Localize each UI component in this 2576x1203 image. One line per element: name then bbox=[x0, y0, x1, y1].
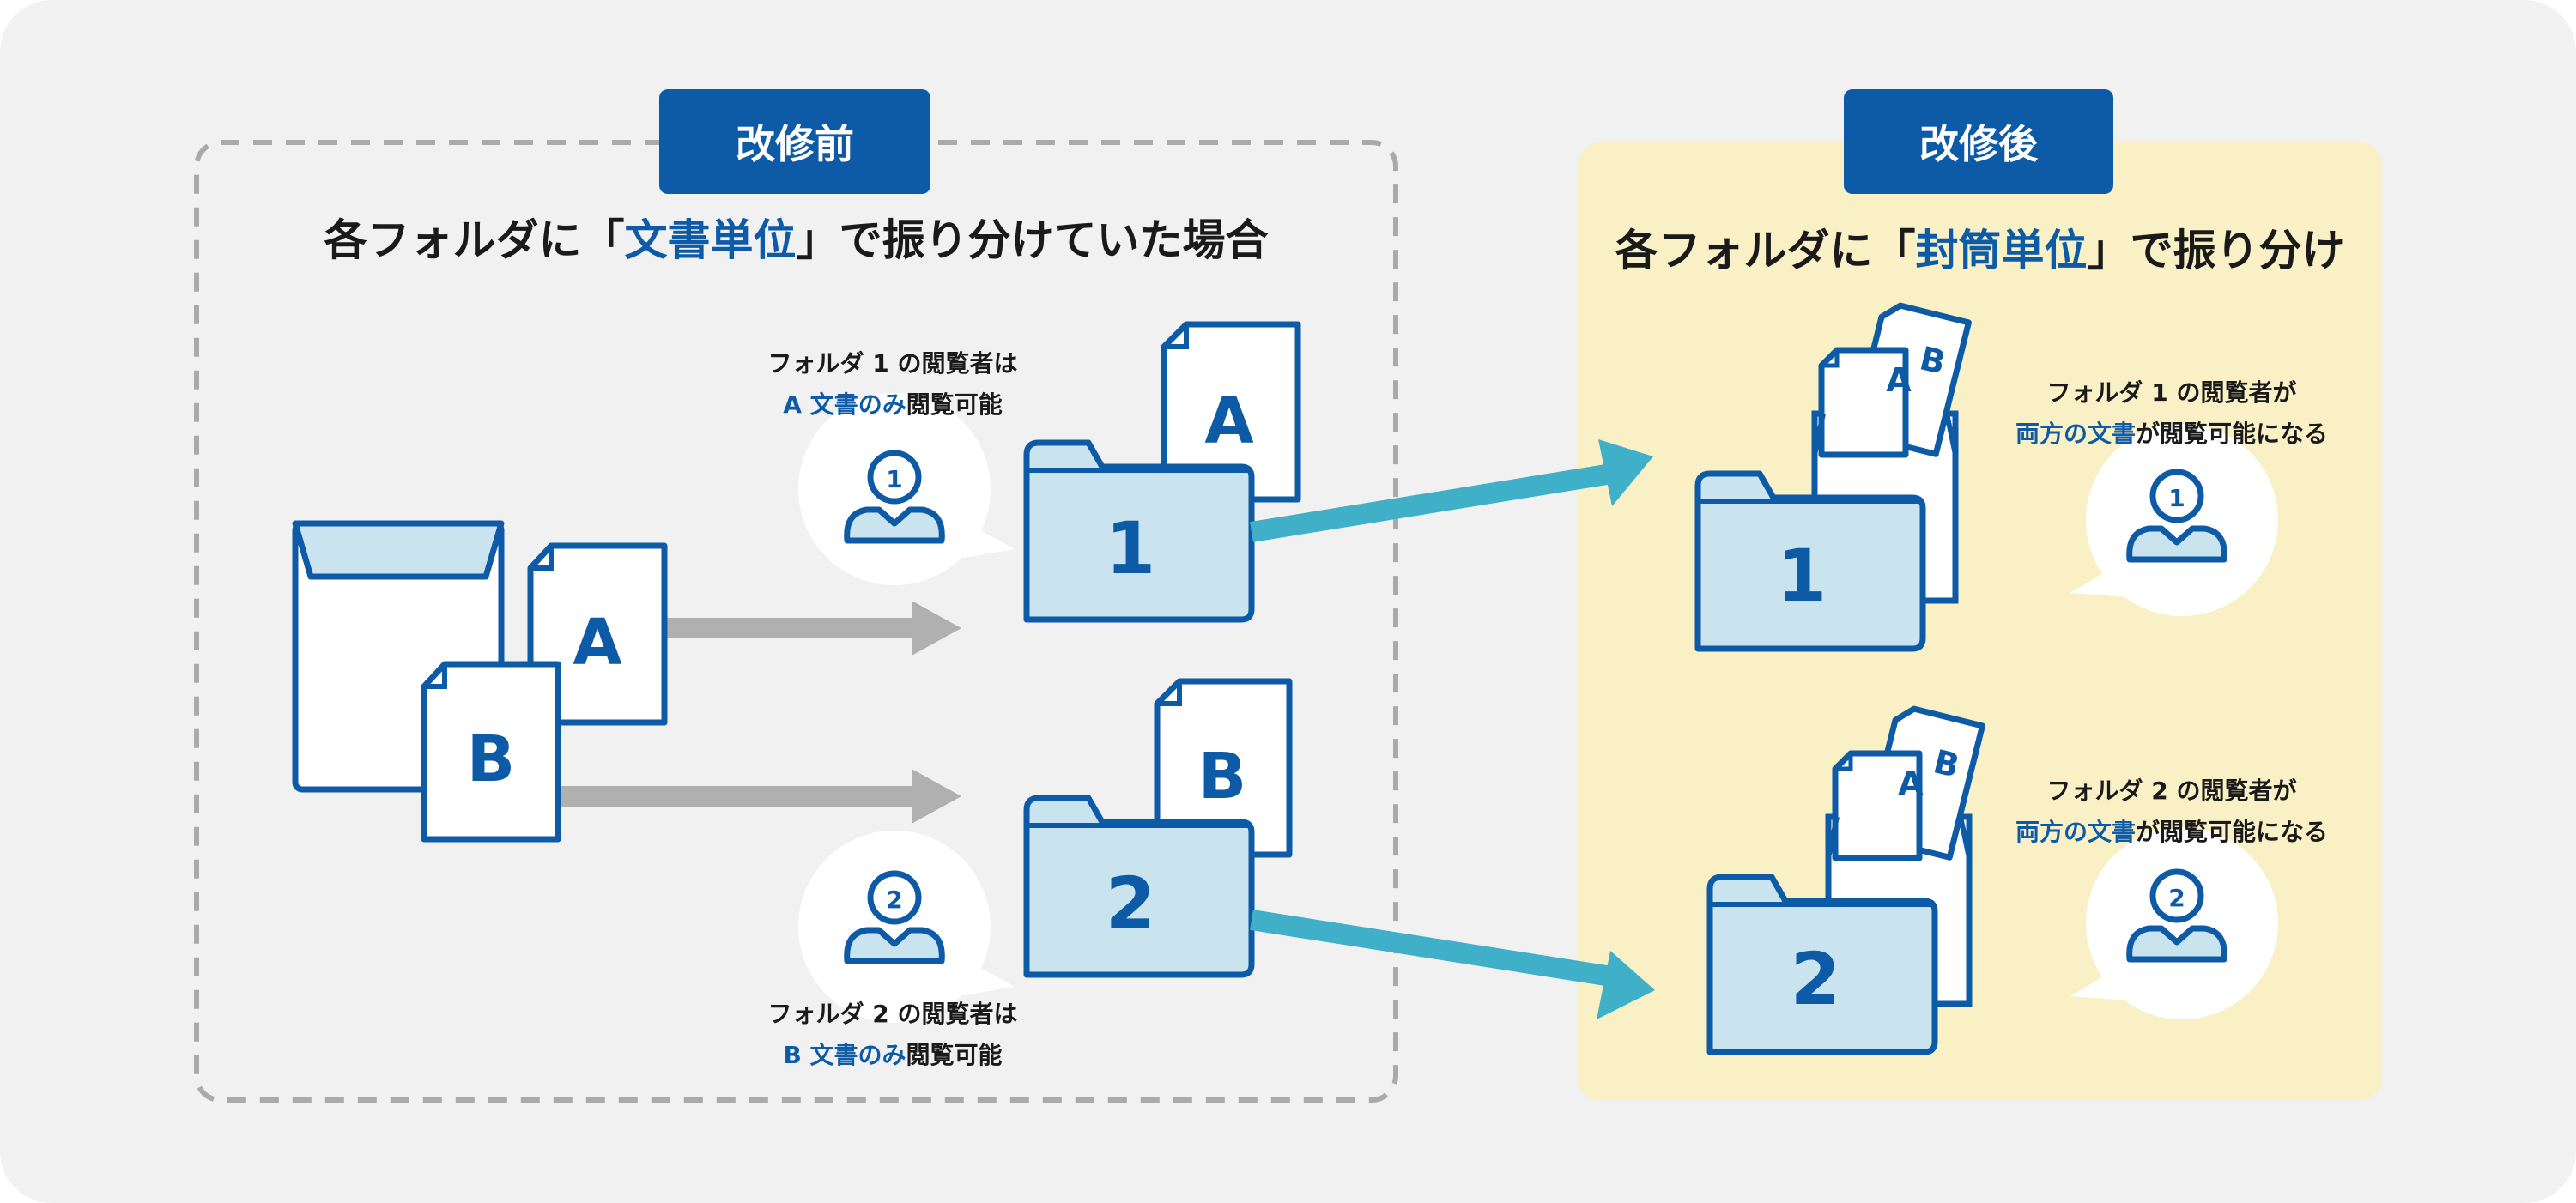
folder-icon: B A 1 bbox=[1694, 302, 1972, 652]
caption-line: フォルダ 1 の閲覧者は bbox=[767, 349, 1018, 378]
headline-text: 各フォルダに「 bbox=[1615, 226, 1916, 275]
document-icon: A bbox=[1832, 750, 1924, 861]
caption-highlight: B 文書のみ bbox=[783, 1041, 906, 1069]
user-icon: 2 bbox=[2130, 872, 2225, 959]
arrow-icon bbox=[661, 601, 961, 656]
caption-text: が閲覧可能になる bbox=[2136, 818, 2329, 846]
folder-icon: B A 2 bbox=[1706, 705, 1985, 1055]
document-icon: A bbox=[527, 542, 668, 726]
caption-highlight: 両方の文書 bbox=[2015, 818, 2136, 846]
user-number: 1 bbox=[2168, 484, 2185, 512]
doc-letter: A bbox=[1886, 361, 1912, 399]
user-number: 1 bbox=[886, 465, 902, 493]
before-viewer1-caption: フォルダ 1 の閲覧者は A 文書のみ閲覧可能 bbox=[687, 343, 1099, 426]
caption-line: フォルダ 2 の閲覧者は bbox=[767, 1000, 1018, 1028]
user-number: 2 bbox=[2168, 884, 2185, 912]
arrow-icon bbox=[1250, 910, 1655, 1019]
document-icon: A bbox=[1818, 347, 1912, 458]
caption-line: 両方の文書が閲覧可能になる bbox=[1974, 812, 2369, 853]
arrow-icon bbox=[558, 769, 961, 824]
caption-line: フォルダ 1 の閲覧者が bbox=[2046, 378, 2297, 407]
headline-highlight: 封筒単位 bbox=[1915, 226, 2088, 275]
user-number: 2 bbox=[886, 886, 902, 914]
folder-number: 2 bbox=[1791, 937, 1840, 1021]
folder-icon: 1 bbox=[1023, 439, 1255, 623]
caption-line: B 文書のみ閲覧可能 bbox=[687, 1035, 1099, 1076]
before-panel-border bbox=[194, 140, 1398, 1103]
headline-highlight: 文書単位 bbox=[624, 215, 797, 265]
caption-line: 両方の文書が閲覧可能になる bbox=[1974, 414, 2369, 455]
doc-letter: B bbox=[467, 722, 515, 796]
after-viewer2-caption: フォルダ 2 の閲覧者が 両方の文書が閲覧可能になる bbox=[1974, 771, 2369, 853]
after-headline: 各フォルダに「封筒単位」で振り分け bbox=[1578, 216, 2382, 278]
caption-highlight: A 文書のみ bbox=[783, 390, 906, 419]
doc-letter: B bbox=[1198, 740, 1246, 813]
caption-text: 閲覧可能 bbox=[906, 390, 1003, 419]
before-headline: 各フォルダに「文書単位」で振り分けていた場合 bbox=[197, 206, 1396, 268]
caption-highlight: 両方の文書 bbox=[2015, 420, 2136, 448]
headline-text: 」で振り分けていた場合 bbox=[796, 215, 1269, 265]
before-viewer2-caption: フォルダ 2 の閲覧者は B 文書のみ閲覧可能 bbox=[687, 994, 1099, 1076]
arrow-icon bbox=[1250, 439, 1653, 542]
doc-letter: A bbox=[1204, 384, 1253, 458]
user-icon: 1 bbox=[2130, 472, 2225, 559]
doc-letter: A bbox=[573, 606, 621, 680]
caption-text: 閲覧可能 bbox=[906, 1041, 1003, 1069]
doc-letter: A bbox=[1898, 765, 1924, 802]
before-badge: 改修前 bbox=[659, 89, 930, 194]
caption-line: A 文書のみ閲覧可能 bbox=[687, 384, 1099, 426]
after-viewer1-caption: フォルダ 1 の閲覧者が 両方の文書が閲覧可能になる bbox=[1974, 372, 2369, 455]
folder-number: 2 bbox=[1106, 861, 1155, 946]
caption-line: フォルダ 2 の閲覧者が bbox=[2046, 777, 2297, 805]
headline-text: 各フォルダに「 bbox=[324, 215, 625, 265]
folder-number: 1 bbox=[1106, 506, 1155, 590]
folder-icon: 2 bbox=[1023, 795, 1255, 978]
user-icon: 2 bbox=[847, 874, 943, 961]
user-icon: 1 bbox=[847, 453, 943, 541]
document-icon: B bbox=[421, 661, 561, 843]
headline-text: 」で振り分け bbox=[2087, 226, 2345, 275]
folder-number: 1 bbox=[1777, 534, 1827, 618]
caption-text: が閲覧可能になる bbox=[2136, 420, 2329, 448]
document-icon: A bbox=[1161, 321, 1301, 503]
after-badge: 改修後 bbox=[1844, 89, 2113, 194]
